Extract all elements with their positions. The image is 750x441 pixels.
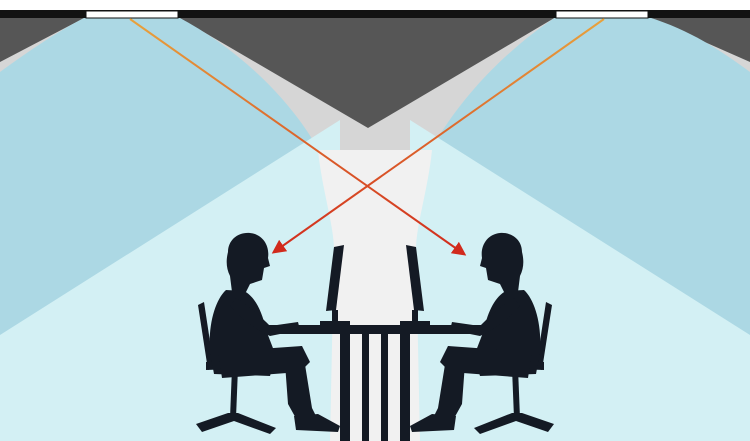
desk-leg-center-left	[362, 334, 369, 441]
desk-leg-right	[400, 334, 410, 441]
left-monitor-base	[320, 321, 350, 326]
right-ceiling-light	[556, 11, 648, 18]
left-ceiling-light	[86, 11, 178, 18]
desk-leg-center-right	[381, 334, 388, 441]
desk-top	[268, 325, 482, 334]
right-monitor-base	[400, 321, 430, 326]
desk-leg-left	[340, 334, 350, 441]
